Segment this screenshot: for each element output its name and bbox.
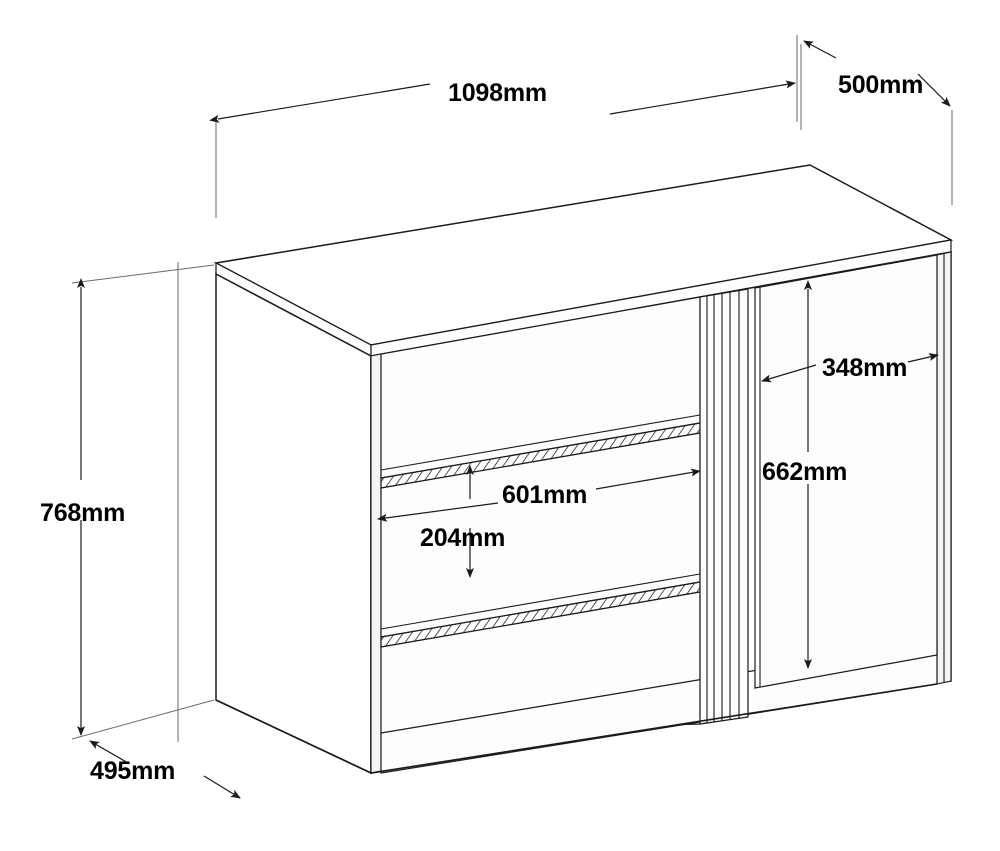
middle-drawer-groove-upper	[380, 573, 701, 630]
dimension-label-drawer-height: 204mm	[420, 524, 505, 552]
dimension-overall-height: 768mm	[40, 264, 215, 740]
cabinet-bottom-outline	[215, 683, 938, 774]
dimension-label-drawer-width: 601mm	[502, 481, 587, 509]
dimension-drawer-height: 204mm	[420, 465, 505, 578]
dimension-drawer-width: 601mm	[377, 468, 701, 522]
depth-dim-leader-right	[917, 73, 951, 107]
right-door-front	[754, 254, 938, 689]
height-ext-line-bottom	[71, 699, 215, 740]
width-dim-line-left	[209, 83, 431, 123]
dimension-label-door-width: 348mm	[822, 354, 907, 382]
door-width-line-right	[907, 353, 939, 363]
door-width-line-left	[761, 364, 817, 383]
dimension-door-width: 348mm	[761, 353, 939, 383]
height-ext-line-top	[71, 264, 215, 284]
drawer-width-line-left	[377, 502, 499, 522]
dimension-overall-width: 1098mm	[209, 35, 798, 218]
dimension-label-door-height: 662mm	[762, 458, 847, 486]
top-drawer-groove-upper	[380, 414, 701, 471]
dimension-label-base-depth: 495mm	[90, 757, 175, 785]
dimension-base-depth: 495mm	[89, 262, 241, 799]
left-side-panel	[215, 272, 372, 775]
left-front-edge-strip	[370, 353, 382, 774]
dimension-label-overall-depth: 500mm	[838, 71, 923, 99]
width-dim-line-right	[609, 80, 796, 115]
dimension-label-overall-width: 1098mm	[448, 79, 547, 107]
dimension-overall-depth: 500mm	[800, 40, 953, 205]
depth-dim-leader-left	[803, 40, 837, 59]
dimension-door-height: 662mm	[762, 280, 847, 669]
drawer-width-line-right	[595, 468, 701, 490]
dimension-label-overall-height: 768mm	[40, 499, 125, 527]
vertical-handle-groove	[699, 288, 749, 725]
cabinet-body	[213, 164, 954, 775]
base-depth-leader-left	[89, 740, 129, 764]
base-depth-leader-right	[203, 775, 241, 799]
